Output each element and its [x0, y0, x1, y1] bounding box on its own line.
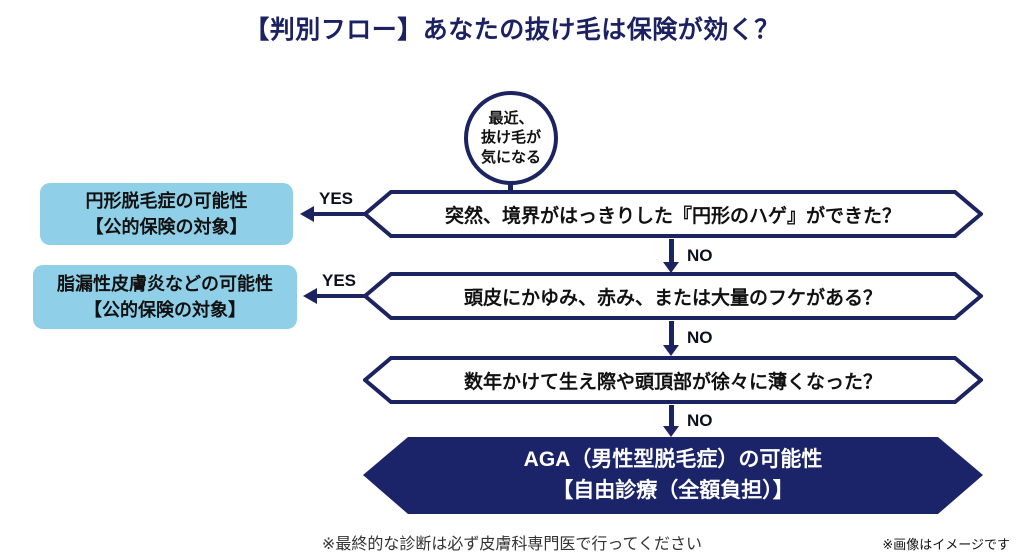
hexagon-shape — [363, 356, 983, 404]
no-label-1: NO — [687, 246, 713, 265]
result-1-line1: 円形脱毛症の可能性 — [85, 190, 248, 211]
no-arrow-1-icon — [663, 239, 679, 273]
question-3-text: 数年かけて生え際や頭頂部が徐々に薄くなった？ — [463, 371, 882, 393]
final-result-node-aga: AGA（男性型脱毛症）の可能性 【自由診療（全額負担）】 — [363, 437, 983, 514]
final-result-line2: 【自由診療（全額負担）】 — [552, 478, 794, 502]
question-1-text: 突然、境界がはっきりした『円形のハゲ』ができた？ — [444, 205, 901, 227]
question-2-text: 頭皮にかゆみ、赤み、または大量のフケがある？ — [463, 287, 882, 309]
question-node-3: 数年かけて生え際や頭頂部が徐々に薄くなった？ — [363, 356, 983, 404]
final-result-line1: AGA（男性型脱毛症）の可能性 — [523, 448, 823, 472]
page-title: 【判別フロー】あなたの抜け毛は保険が効く？ — [244, 16, 780, 44]
no-arrow-3-icon — [663, 405, 679, 437]
footnote-disclaimer: ※最終的な診断は必ず皮膚科専門医で行ってください — [321, 536, 703, 553]
result-2-line2: 【公的保険の対象】 — [84, 300, 246, 320]
final-result-text: AGA（男性型脱毛症）の可能性 【自由診療（全額負担）】 — [363, 437, 983, 514]
no-label-3: NO — [687, 411, 713, 430]
yes-arrow-1-icon — [300, 206, 365, 222]
yes-label-2: YES — [321, 271, 357, 290]
start-node-line2: 抜け毛が — [480, 129, 541, 147]
start-node-line1: 最近、 — [488, 109, 534, 127]
hexagon-shape-dark — [363, 437, 983, 514]
question-node-1: 突然、境界がはっきりした『円形のハゲ』ができた？ — [363, 190, 983, 238]
no-arrow-2-icon — [663, 321, 679, 356]
result-1-line2: 【公的保険の対象】 — [85, 217, 248, 237]
result-box-seborrheic-dermatitis: 脂漏性皮膚炎などの可能性 【公的保険の対象】 — [33, 265, 297, 329]
question-node-2: 頭皮にかゆみ、赤み、または大量のフケがある？ — [363, 272, 983, 320]
footnote-image-note: ※画像はイメージです — [882, 537, 1010, 552]
no-label-2: NO — [687, 328, 713, 347]
yes-arrow-2-icon — [303, 288, 365, 304]
start-node-line3: 気になる — [480, 148, 541, 166]
start-node: 最近、 抜け毛が 気になる — [464, 91, 558, 185]
result-2-line1: 脂漏性皮膚炎などの可能性 — [57, 273, 273, 294]
hexagon-shape — [363, 272, 983, 320]
result-box-alopecia-areata: 円形脱毛症の可能性 【公的保険の対象】 — [40, 183, 293, 245]
hexagon-shape — [363, 190, 983, 238]
yes-label-1: YES — [318, 189, 354, 208]
